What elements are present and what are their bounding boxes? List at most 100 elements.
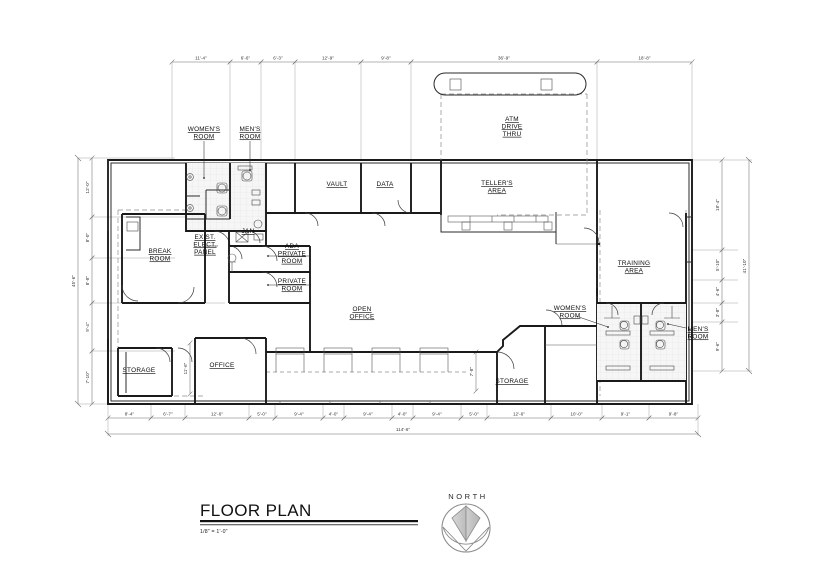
sheet-scale: 1/8" = 1'-0" [200, 529, 228, 535]
sheet-title: FLOOR PLAN [200, 501, 312, 520]
room-label-text: THRU [503, 131, 522, 138]
room-label-text: ELECT. [193, 241, 216, 248]
room-label-text: PRIVATE [278, 250, 306, 257]
dimension-tick [187, 340, 193, 346]
dimension-tick [89, 401, 95, 407]
dimension-tick [689, 59, 695, 65]
room-label-text: PANEL [194, 249, 216, 256]
dimension-label: 12'-6" [211, 411, 223, 416]
top-dimension-labels: 11'-4"6'-6"6'-3"12'-9"9'-8"36'-9"18'-8" [195, 55, 651, 60]
south-storefront-mullions [279, 401, 431, 404]
overall-left-dimension-label: 45'-6" [71, 275, 76, 287]
room-label-text: ROOM [282, 258, 303, 265]
dimension-tick [227, 59, 233, 65]
dimension-tick [484, 415, 490, 421]
dimension-label: 12'-0" [85, 181, 90, 193]
room-label-vault: VAULT [327, 181, 348, 188]
room-label-storage-west: STORAGE [123, 367, 156, 374]
north-arrow: NORTH [441, 492, 491, 553]
north-label: NORTH [448, 492, 488, 501]
north-compass-circle [441, 503, 491, 553]
dimension-tick [272, 415, 278, 421]
east-restroom-fixtures [604, 306, 680, 371]
dimension-label: 9'-1" [621, 411, 631, 416]
dimension-label: 7'-10" [85, 371, 90, 383]
room-label-storage-center: STORAGE [496, 378, 529, 385]
dimension-tick [458, 415, 464, 421]
room-label-text: TRAINING [618, 260, 651, 267]
room-label-text: JAN [242, 228, 255, 235]
room-label-text: DATA [376, 181, 394, 188]
dimension-label: 4'-0" [398, 411, 408, 416]
dimension-tick [89, 300, 95, 306]
dimension-tick [89, 155, 95, 161]
dimension-tick [320, 415, 326, 421]
dimension-label: 9'-4" [85, 322, 90, 332]
atm-drive-thru-zone [433, 72, 588, 216]
dimension-tick [719, 157, 725, 163]
dimension-label: 18'-4" [715, 199, 720, 211]
dimension-tick [187, 391, 193, 397]
left-dimension-ticks [89, 155, 95, 407]
right-extension-lines [692, 159, 752, 372]
room-label-text: ROOM [560, 312, 581, 319]
room-label-text: MEN'S [688, 326, 709, 333]
dimension-label: 10'-0" [570, 411, 582, 416]
dimension-label: 3'-8" [715, 307, 720, 317]
dimension-label: 9'-4" [294, 411, 304, 416]
room-label-text: OPEN [352, 306, 371, 313]
interior-dimension-label: 7'-8" [469, 366, 474, 376]
dimension-label: 4'-6" [715, 286, 720, 296]
interior-dimension-group: 11'-6"7'-8" [183, 340, 479, 397]
dimension-label: 8'-4" [125, 411, 135, 416]
room-label-text: WOMEN'S [188, 126, 220, 133]
dimension-tick [408, 59, 414, 65]
room-label-text: AREA [488, 187, 507, 194]
bottom-extension-lines [107, 404, 699, 436]
north-arrow-base [442, 526, 490, 552]
dimension-label: 9'-6" [715, 341, 720, 351]
dimension-tick [89, 255, 95, 261]
right-dimension-ticks [719, 157, 725, 374]
dimension-tick [410, 415, 416, 421]
dimension-tick [594, 59, 600, 65]
room-label-text: DRIVE [502, 123, 523, 130]
dimension-label: 5'-0" [257, 411, 267, 416]
dimension-tick [719, 368, 725, 374]
building-shell [107, 159, 693, 405]
top-dimension-ticks [169, 59, 695, 65]
room-label-text: ADA [285, 243, 299, 250]
dimension-label: 9'-8" [669, 411, 679, 416]
dimension-tick [148, 415, 154, 421]
right-dimension-labels: 18'-4" 5'-10" 4'-6" 3'-8" 9'-6" [715, 199, 720, 352]
dimension-layer: 11'-4"6'-6"6'-3"12'-9"9'-8"36'-9"18'-8" … [71, 55, 753, 438]
room-label-text: STORAGE [123, 367, 156, 374]
dimension-tick [719, 319, 725, 325]
dimension-label: 9'-4" [363, 411, 373, 416]
room-label-text: EXIST. [194, 234, 215, 241]
room-label-text: OFFICE [350, 313, 375, 320]
room-label-text: MEN'S [240, 126, 261, 133]
dimension-tick [105, 415, 111, 421]
dimension-label: 11'-4" [195, 55, 207, 60]
dimension-label: 9'-4" [432, 411, 442, 416]
title-block: FLOOR PLAN 1/8" = 1'-0" [200, 501, 418, 535]
dimension-tick [358, 59, 364, 65]
dimension-label: 4'-0" [329, 411, 339, 416]
dimension-tick [292, 59, 298, 65]
room-label-text: STORAGE [496, 378, 529, 385]
open-office-workstations [266, 347, 466, 373]
dimension-tick [341, 415, 347, 421]
room-label-text: TELLER'S [481, 180, 513, 187]
dimension-label: 12'-6" [513, 411, 525, 416]
north-restroom-fixtures [186, 165, 261, 217]
north-arrow-left-wing [451, 505, 467, 543]
room-label-text: BREAK [149, 248, 172, 255]
dimension-label: 5'-10" [715, 259, 720, 271]
